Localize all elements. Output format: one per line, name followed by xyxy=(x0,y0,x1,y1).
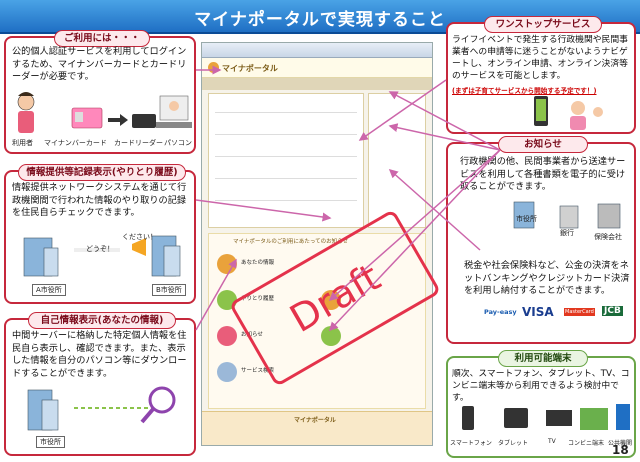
panel-one-stop: ワンストップサービス ライフイベントで発生する行政機関や民間事業者への申請等に迷… xyxy=(446,16,636,134)
payment-logos: Pay-easy VISA MasterCard JCB xyxy=(484,304,624,324)
panel-jiko-joho: 自己情報表示(あなたの情報) 中間サーバーに格納した特定個人情報を住民自ら表示し… xyxy=(4,312,196,456)
portal-section-title: マイナポータルのご利用にあたってのお知らせ xyxy=(233,239,349,245)
service-icon-4[interactable] xyxy=(217,362,237,382)
label-tv: TV xyxy=(548,438,556,445)
service-label-1: あなたの情報 xyxy=(241,260,275,266)
panel-oshirase-text: 行政機関の他、民間事業者から送達サービスを利用して各種書類を電子的に受け取ること… xyxy=(460,156,626,192)
portal-header: マイナポータル xyxy=(202,58,432,78)
payeasy-logo: Pay-easy xyxy=(484,308,517,316)
panel-oshirase: お知らせ 行政機関の他、民間事業者から送達サービスを利用して各種書類を電子的に受… xyxy=(446,136,636,344)
panel-riyou-kanou-text: 順次、スマートフォン、タブレット、TV、コンビニ端末等から利用できるよう検討中で… xyxy=(452,369,630,403)
panel-riyou-text: 公的個人認証サービスを利用してログインするため、マイナンバーカードとカードリーダ… xyxy=(12,46,187,82)
label-shiyakusho: 市役所 xyxy=(516,215,537,223)
page-number: 18 xyxy=(612,443,629,457)
label-mynumber-card: マイナンバーカード xyxy=(44,139,107,147)
speech-douzo: どうぞ！ xyxy=(86,245,114,253)
label-pc: パソコン xyxy=(164,139,192,147)
panel-jiko-joho-header: 自己情報表示(あなたの情報) xyxy=(28,312,176,329)
label-convenience-terminal: コンビニ端末 xyxy=(568,440,605,447)
panel-riyou: ご利用には・・・ 公的個人認証サービスを利用してログインするため、マイナンバーカ… xyxy=(4,30,196,154)
panel-one-stop-note: (まずは子育てサービスから開始する予定です！) xyxy=(452,87,597,95)
panel-oshirase-header: お知らせ xyxy=(498,136,588,153)
portal-footer: マイナポータル xyxy=(202,411,432,445)
panel-oshirase-text2: 税金や社会保険料など、公金の決済をネットバンキングやクレジットカード決済を利用し… xyxy=(464,260,630,296)
label-b-city: B市役所 xyxy=(152,284,186,296)
service-label-3: お知らせ xyxy=(241,332,263,338)
label-a-city: A市役所 xyxy=(32,284,66,296)
one-stop-illustration xyxy=(534,96,603,130)
portal-menu[interactable] xyxy=(202,78,432,90)
panel-one-stop-text: ライフイベントで発生する行政機関や民間事業者への申請等に迷うことがないようナビゲ… xyxy=(452,35,628,81)
portal-footer-logo: マイナポータル xyxy=(294,417,336,424)
panel-one-stop-header: ワンストップサービス xyxy=(484,16,602,33)
panel-joho-teikyo: 情報提供等記録表示(やりとり履歴) 情報提供ネットワークシステムを通じて行政機関… xyxy=(4,164,196,304)
panel-riyou-kanou-header: 利用可能端末 xyxy=(498,350,588,367)
panel-joho-teikyo-text: 情報提供ネットワークシステムを通じて行政機関間で行われた情報のやり取りの記録を住… xyxy=(12,182,187,218)
portal-logo-icon xyxy=(208,62,219,73)
label-city-office: 市役所 xyxy=(36,436,65,448)
service-icon-1[interactable] xyxy=(217,254,237,274)
jiko-joho-illustration xyxy=(27,386,176,431)
label-user: 利用者 xyxy=(12,139,33,147)
portal-logo: マイナポータル xyxy=(222,64,278,73)
label-smartphone: スマートフォン xyxy=(450,440,492,447)
riyou-illustration xyxy=(17,92,192,133)
panel-jiko-joho-text: 中間サーバーに格納した特定個人情報を住民自ら表示し、確認できます。また、表示した… xyxy=(12,330,187,379)
service-icon-3[interactable] xyxy=(217,326,237,346)
joho-teikyo-illustration xyxy=(23,235,181,277)
label-card-reader: カードリーダー xyxy=(114,139,163,147)
portal-notice-list xyxy=(208,93,364,228)
jcb-logo: JCB xyxy=(602,306,623,316)
label-tablet: タブレット xyxy=(498,440,529,447)
label-insurance: 保険会社 xyxy=(594,233,622,241)
speech-kudasai: ください！ xyxy=(122,233,157,241)
panel-joho-teikyo-header: 情報提供等記録表示(やりとり履歴) xyxy=(18,164,186,181)
oshirase-buildings xyxy=(513,201,621,229)
panel-riyou-kanou: 利用可能端末 順次、スマートフォン、タブレット、TV、コンビニ端末等から利用でき… xyxy=(446,350,636,458)
portal-side-menu[interactable] xyxy=(368,93,426,228)
mastercard-logo: MasterCard xyxy=(564,308,595,316)
service-label-2: やりとり履歴 xyxy=(241,296,275,302)
label-public-institution: 公共機関 xyxy=(608,440,633,447)
service-label-4: サービス検索 xyxy=(241,368,275,374)
browser-chrome xyxy=(202,43,432,58)
panel-riyou-header: ご利用には・・・ xyxy=(54,30,150,47)
label-bank: 銀行 xyxy=(560,229,574,237)
visa-logo: VISA xyxy=(522,305,554,319)
page-title: マイナポータルで実現すること xyxy=(194,10,446,30)
device-illustration xyxy=(462,404,630,430)
